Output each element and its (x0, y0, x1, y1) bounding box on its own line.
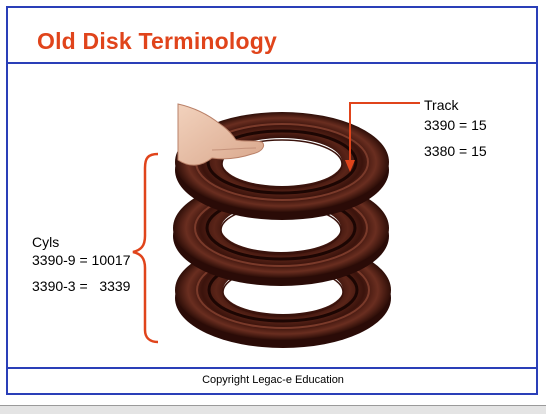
cyls-3390-3-value: 3390-3 = 3339 (32, 278, 131, 294)
track-arrow (345, 102, 420, 172)
track-3380-value: 3380 = 15 (424, 143, 487, 159)
track-3390-value: 3390 = 15 (424, 117, 487, 133)
cyls-brace (132, 152, 159, 344)
hand-image (177, 103, 265, 166)
cyls-label: Cyls (32, 234, 60, 250)
bottom-strip (0, 405, 546, 414)
slide-title: Old Disk Terminology (37, 28, 277, 54)
copyright-footer: Copyright Legac-e Education (202, 374, 344, 386)
track-label: Track (424, 97, 459, 113)
title-divider (6, 62, 538, 64)
slide-frame (6, 6, 538, 395)
footer-divider (6, 367, 538, 369)
cyls-3390-9-value: 3390-9 = 10017 (32, 252, 131, 268)
